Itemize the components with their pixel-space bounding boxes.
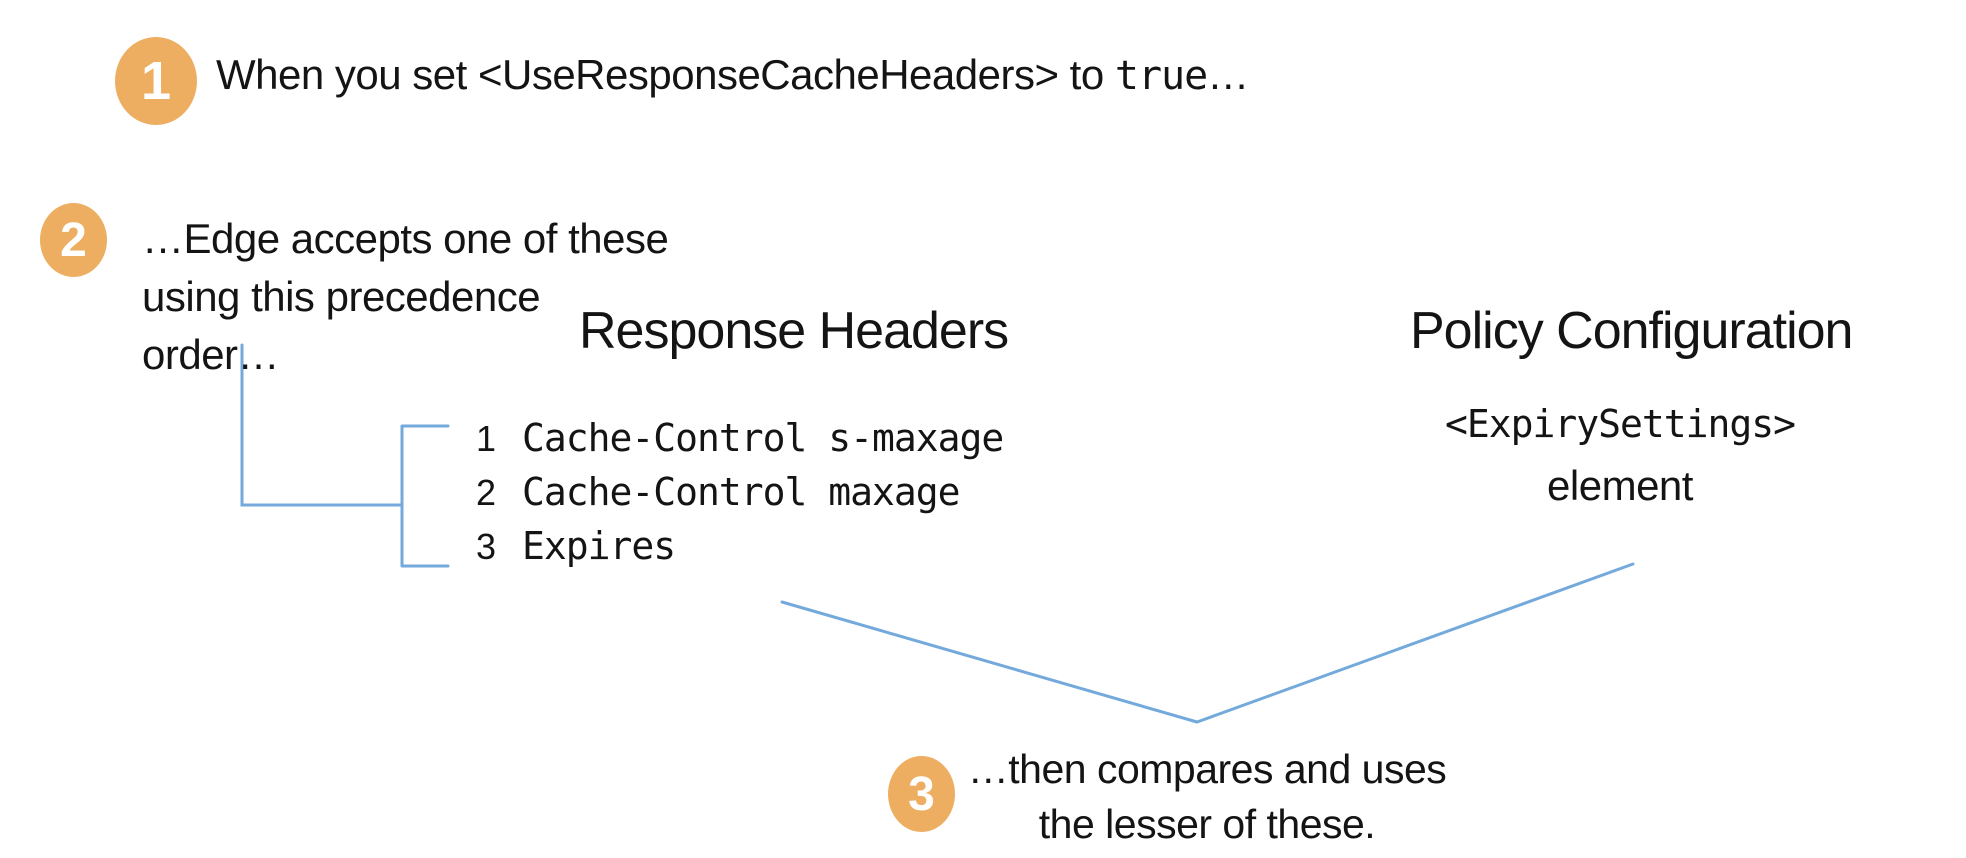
step-2-line-3: order… xyxy=(142,331,280,378)
merge-chevron-line xyxy=(780,562,1635,724)
step-2-line-2: using this precedence xyxy=(142,273,541,320)
step-1-text-between: to xyxy=(1058,51,1115,98)
step-1-code-value: true xyxy=(1114,53,1208,99)
precedence-item-1-value: Cache-Control s-maxage xyxy=(522,416,1004,460)
precedence-item-2-rank: 2 xyxy=(476,472,497,513)
step-1-number: 1 xyxy=(140,51,172,111)
step-3-line-1: …then compares and uses xyxy=(967,746,1447,792)
step-3-badge: 3 xyxy=(888,756,955,832)
step-1-text: When you set <UseResponseCacheHeaders> t… xyxy=(216,46,1249,105)
step-2-number: 2 xyxy=(60,213,87,267)
precedence-item-3-value: Expires xyxy=(522,524,676,568)
precedence-list: 1 Cache-Control s-maxage 2 Cache-Control… xyxy=(476,416,1004,578)
precedence-item-3-rank: 3 xyxy=(476,526,497,567)
step-3-line-2: the lesser of these. xyxy=(1038,801,1376,847)
expiry-settings-code: <ExpirySettings> xyxy=(1444,402,1796,446)
precedence-item-2-value: Cache-Control maxage xyxy=(522,470,961,514)
precedence-item-2: 2 Cache-Control maxage xyxy=(476,470,1003,524)
step-3-text: …then compares and uses the lesser of th… xyxy=(957,742,1457,852)
step-1-badge: 1 xyxy=(115,37,197,125)
policy-configuration-heading: Policy Configuration xyxy=(1410,302,1853,360)
precedence-bracket-line xyxy=(240,343,450,568)
step-1-element-name: <UseResponseCacheHeaders> xyxy=(477,51,1059,98)
response-headers-heading: Response Headers xyxy=(579,302,1009,360)
precedence-item-3: 3 Expires xyxy=(476,524,1003,578)
precedence-item-1: 1 Cache-Control s-maxage xyxy=(476,416,1004,470)
step-2-line-1: …Edge accepts one of these xyxy=(142,215,669,262)
step-3-number: 3 xyxy=(908,767,935,821)
step-1-text-before: When you set xyxy=(216,51,478,98)
step-2-text: …Edge accepts one of these using this pr… xyxy=(142,210,669,384)
expiry-settings-label: element xyxy=(1547,462,1693,509)
step-2-badge: 2 xyxy=(40,203,107,277)
precedence-item-1-rank: 1 xyxy=(476,418,497,459)
step-1-trailing-ellipsis: … xyxy=(1207,51,1249,98)
